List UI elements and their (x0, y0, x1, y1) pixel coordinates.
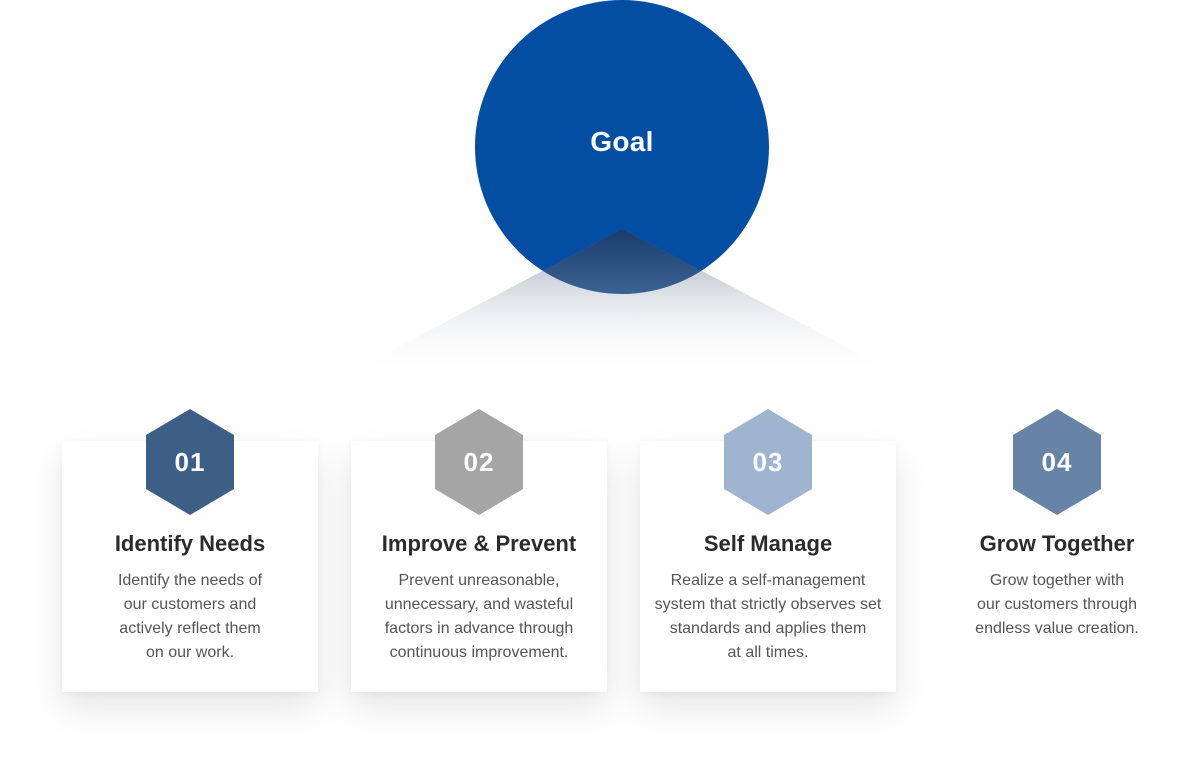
description-line: Grow together with (989, 572, 1125, 589)
step-number: 04 (1041, 447, 1073, 477)
hexagon-icon (724, 409, 812, 515)
description-line: factors in advance through (384, 620, 574, 637)
step-title: Grow Together (979, 531, 1135, 556)
description-line: continuous improvement. (389, 644, 569, 661)
description-line: endless value creation. (975, 620, 1139, 637)
description-line: our customers through (976, 596, 1138, 613)
step-card-self-manage: 03 Self Manage Realize a self-management… (640, 409, 896, 692)
hexagon-icon (435, 409, 523, 515)
hexagon-badge-03: 03 (724, 409, 812, 515)
description-line: Prevent unreasonable, (398, 572, 560, 589)
description-line: on our work. (145, 644, 235, 661)
step-number: 02 (463, 447, 495, 477)
goal-label: Goal (590, 126, 654, 157)
step-title: Identify Needs (114, 531, 266, 556)
description-line: actively reflect them (119, 620, 261, 637)
hexagon-badge-02: 02 (435, 409, 523, 515)
step-title: Self Manage (703, 531, 833, 556)
step-description: Grow together with our customers through… (929, 569, 1185, 641)
description-line: Realize a self-management (670, 572, 866, 589)
hexagon-icon (146, 409, 234, 515)
step-description: Identify the needs of our customers and … (62, 569, 318, 665)
step-card-grow-together: 04 Grow Together Grow together with our … (929, 409, 1185, 692)
description-line: at all times. (727, 644, 809, 661)
hexagon-icon (1013, 409, 1101, 515)
goal-circle (475, 0, 769, 294)
step-number: 03 (752, 447, 784, 477)
step-description: Realize a self-management system that st… (640, 569, 896, 665)
step-card-improve-prevent: 02 Improve & Prevent Prevent unreasonabl… (351, 409, 607, 692)
description-line: Identify the needs of (117, 572, 263, 589)
description-line: our customers and (123, 596, 257, 613)
hexagon-badge-04: 04 (1013, 409, 1101, 515)
step-title: Improve & Prevent (381, 531, 577, 556)
description-line: system that strictly observes set (654, 596, 882, 613)
goal-cone (345, 229, 900, 375)
step-card-identify-needs: 01 Identify Needs Identify the needs of … (62, 409, 318, 692)
description-line: standards and applies them (669, 620, 867, 637)
step-description: Prevent unreasonable, unnecessary, and w… (351, 569, 607, 665)
description-line: unnecessary, and wasteful (384, 596, 574, 613)
step-number: 01 (174, 447, 206, 477)
hexagon-badge-01: 01 (146, 409, 234, 515)
